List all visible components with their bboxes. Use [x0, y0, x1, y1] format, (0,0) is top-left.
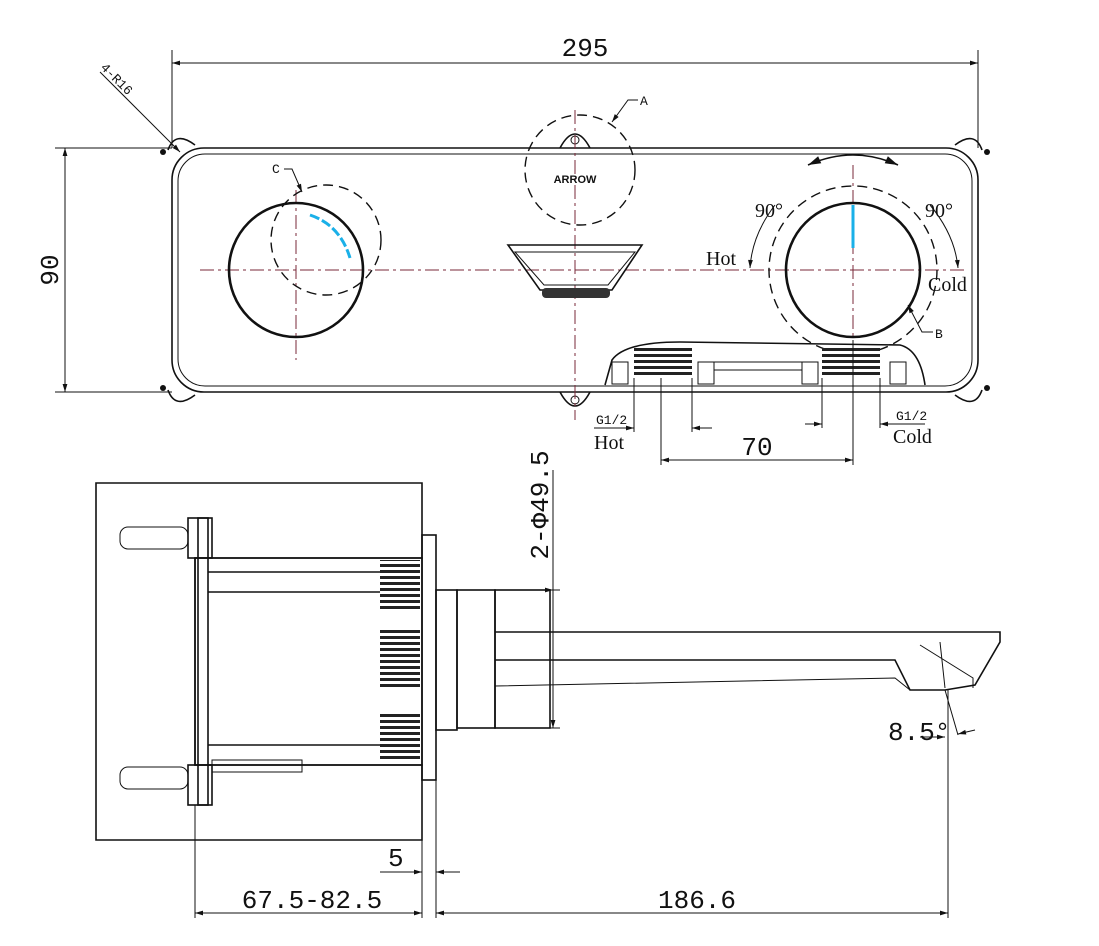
thread-size-hot: G1/2 [596, 413, 627, 428]
callout-a: A [640, 94, 648, 109]
wall-flange [421, 534, 437, 781]
spout-outlet [506, 244, 644, 291]
hot-label: Hot [706, 248, 736, 270]
callout-c: C [272, 162, 280, 177]
valve-body-section [604, 341, 926, 386]
arrow-marking: ARROW [554, 174, 597, 186]
handle-nut [456, 589, 496, 729]
inlet-spacing-dimension: 70 [741, 433, 772, 463]
temperature-indicator [309, 213, 352, 259]
width-dimension: 295 [562, 34, 609, 64]
section-cold-label: Cold [893, 426, 932, 448]
reach-dimension: 186.6 [658, 886, 736, 916]
spout-angle-dimension: 8.5° [888, 718, 950, 748]
side-dimensions: 2-Φ49.5 8.5° 5 67.5-82.5 186.6 [194, 450, 976, 918]
spout [495, 631, 1001, 691]
flange-thickness-dimension: 5 [388, 844, 404, 874]
height-dimension: 90 [36, 254, 66, 285]
rotation-angle-right: 90° [925, 200, 953, 222]
cold-label: Cold [928, 274, 967, 296]
diameter-dimension: 2-Φ49.5 [526, 450, 556, 559]
corner-radius-label: 4-R16 [97, 60, 135, 98]
depth-dimension: 67.5-82.5 [242, 886, 382, 916]
connection-dimensions: G1/2 Hot G1/2 Cold 70 [594, 340, 932, 465]
thread-size-cold: G1/2 [896, 409, 927, 424]
callout-b: B [935, 327, 943, 342]
right-handle [784, 201, 922, 339]
rotation-angle-left: 90° [755, 200, 783, 222]
side-view [95, 482, 1001, 841]
section-hot-label: Hot [594, 432, 624, 454]
left-handle [227, 201, 365, 339]
front-view: 295 90 4-R16 C ARROW A [36, 34, 990, 420]
wall-concrete [95, 482, 423, 841]
